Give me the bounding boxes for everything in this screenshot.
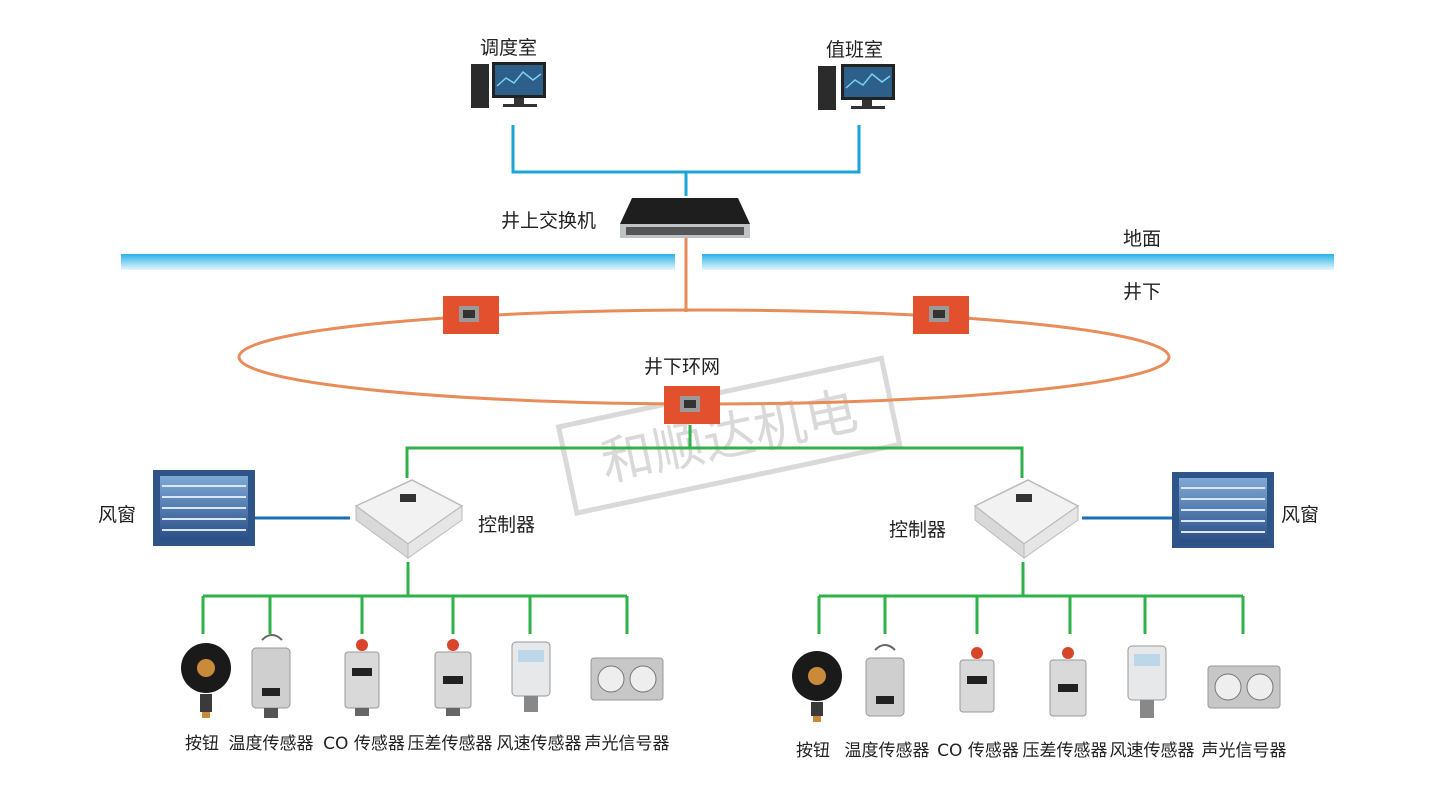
right-controller-device (973, 479, 1080, 560)
left-device-label: 按钮 (185, 734, 219, 754)
right-device-label: 风速传感器 (1109, 741, 1195, 761)
right-controller-label: 控制器 (889, 519, 947, 541)
left-pressure-sensor (434, 639, 472, 716)
right-temperature-sensor (865, 644, 905, 717)
dispatch-room-label: 调度室 (480, 37, 538, 59)
right-device-label: 声光信号器 (1201, 741, 1287, 761)
left-wind-sensor (511, 641, 551, 712)
ring-node-left (443, 296, 499, 334)
surface-switch-device (620, 198, 750, 238)
surface-switch-label: 井上交换机 (501, 210, 597, 232)
left-air-window (153, 470, 255, 546)
right-alarm-device (1207, 665, 1281, 709)
left-window-label: 风窗 (98, 504, 137, 526)
left-controller-label: 控制器 (478, 514, 536, 536)
right-device-label: 压差传感器 (1022, 741, 1108, 761)
surface-links (511, 125, 861, 196)
right-device-label: 按钮 (796, 741, 830, 761)
left-device-label: 声光信号器 (584, 734, 670, 754)
duty-computer (818, 64, 895, 110)
left-device-label: 风速传感器 (496, 734, 582, 754)
right-pressure-sensor (1049, 647, 1087, 717)
left-device-label: 温度传感器 (228, 734, 314, 754)
underground-label: 井下 (1123, 281, 1162, 303)
right-device-label: CO 传感器 (937, 741, 1019, 761)
left-device-label: 压差传感器 (407, 734, 493, 754)
left-temperature-sensor (251, 634, 291, 718)
right-air-window (1172, 472, 1274, 548)
ring-network-label: 井下环网 (644, 356, 721, 378)
ring-node-right (913, 296, 969, 334)
left-co-sensor (344, 639, 380, 716)
left-controller-device (354, 479, 464, 559)
watermark-text: 和顺达机电 (596, 381, 863, 494)
right-window-label: 风窗 (1281, 504, 1320, 526)
duty-room-label: 值班室 (826, 39, 884, 61)
controller-links (201, 425, 1245, 634)
left-device-label: CO 传感器 (323, 734, 405, 754)
ground-bar-left (121, 254, 675, 270)
right-device-label: 温度传感器 (844, 741, 930, 761)
right-button-device (792, 651, 842, 722)
ring-node-bottom (664, 386, 720, 424)
left-button-device (181, 643, 231, 718)
dispatch-computer (471, 62, 546, 108)
left-alarm-device (590, 657, 664, 701)
right-wind-sensor (1127, 645, 1167, 718)
ground-bar-right (702, 254, 1334, 270)
watermark: 和顺达机电 (555, 355, 903, 516)
ground-label: 地面 (1123, 228, 1162, 250)
right-co-sensor (959, 647, 995, 713)
